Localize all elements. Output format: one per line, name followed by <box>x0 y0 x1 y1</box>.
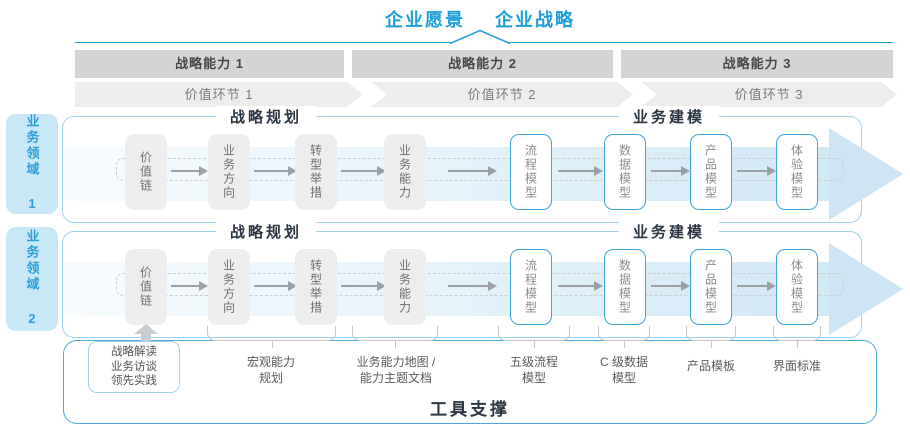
business-domain-2-label: 业务领域 2 <box>24 229 40 329</box>
annotation-capability-map: 业务能力地图 / 能力主题文档 <box>356 355 436 386</box>
node-product-model: 产品模型 <box>690 134 732 210</box>
node-transformation-initiatives: 转型举措 <box>295 134 337 210</box>
arrow-icon <box>448 281 497 291</box>
arrow-icon <box>341 281 386 291</box>
tool-support-container <box>63 340 877 424</box>
arrow-icon <box>171 281 208 291</box>
node-experience-model: 体验模型 <box>776 134 818 210</box>
up-arrow-icon <box>134 324 158 343</box>
arrow-icon <box>651 281 690 291</box>
planning-header: 战略规划 <box>215 221 317 242</box>
tool-support-title: 工具支撑 <box>430 400 510 419</box>
bracket-connector <box>207 326 336 348</box>
planning-header: 战略规划 <box>215 106 317 127</box>
business-domain-2-tab: 业务领域 2 <box>6 227 58 331</box>
bracket-connector <box>498 326 570 348</box>
value-link-1: 价值环节 1 <box>75 82 363 107</box>
dashed-track <box>116 158 844 181</box>
arrow-icon <box>558 166 603 176</box>
value-link-2: 价值环节 2 <box>371 82 633 107</box>
value-link-3: 价值环节 3 <box>641 82 897 107</box>
node-process-model: 流程模型 <box>510 134 552 210</box>
annotation-process-model: 五级流程 模型 <box>509 355 559 386</box>
modeling-header: 业务建模 <box>618 221 720 242</box>
business-domain-1-label: 业务领域 1 <box>24 114 40 214</box>
strategy-practice-box: 战略解读 业务访谈 领先实践 <box>88 341 180 393</box>
dashed-track <box>116 273 844 296</box>
arrow-icon <box>558 281 603 291</box>
node-transformation-initiatives: 转型举措 <box>295 249 337 325</box>
node-business-capability: 业务能力 <box>384 249 426 325</box>
domain-2-row: 战略规划 业务建模 价值链 业务方向 转型举措 业务能力 流程模型 数据模型 产… <box>62 221 903 338</box>
node-business-capability: 业务能力 <box>384 134 426 210</box>
node-business-direction: 业务方向 <box>208 134 250 210</box>
arrow-icon <box>341 166 386 176</box>
strategic-capability-3: 战略能力 3 <box>621 50 893 78</box>
arrow-icon <box>737 166 776 176</box>
node-business-direction: 业务方向 <box>208 249 250 325</box>
strategic-capability-2: 战略能力 2 <box>352 50 613 78</box>
bracket-connector <box>352 326 438 348</box>
modeling-header: 业务建模 <box>618 106 720 127</box>
bracket-connector <box>686 326 736 348</box>
node-process-model: 流程模型 <box>510 249 552 325</box>
peak-marker <box>449 29 511 45</box>
arrow-icon <box>254 281 297 291</box>
domain-1-row: 战略规划 业务建模 价值链 业务方向 转型举措 业务能力 流程模型 数据模型 产… <box>62 106 903 223</box>
business-domain-1-tab: 业务领域 1 <box>6 114 58 214</box>
bracket-connector <box>773 326 821 348</box>
node-value-chain: 价值链 <box>125 249 167 325</box>
annotation-macro-capability: 宏观能力 规划 <box>246 355 296 386</box>
arrow-icon <box>254 166 297 176</box>
strategic-capability-1: 战略能力 1 <box>75 50 344 78</box>
arrow-icon <box>651 166 690 176</box>
vision-title: 企业愿景 <box>385 10 465 30</box>
strategy-title: 企业战略 <box>495 10 575 30</box>
node-value-chain: 价值链 <box>125 134 167 210</box>
arrow-icon <box>171 166 208 176</box>
annotation-data-model: C 级数据 模型 <box>599 355 649 386</box>
node-experience-model: 体验模型 <box>776 249 818 325</box>
top-titles: 企业愿景 企业战略 <box>385 6 575 32</box>
arrow-icon <box>448 166 497 176</box>
annotation-product-template: 产品模板 <box>686 359 736 373</box>
arrow-icon <box>737 281 776 291</box>
node-data-model: 数据模型 <box>604 134 646 210</box>
node-product-model: 产品模型 <box>690 249 732 325</box>
annotation-ui-standard: 界面标准 <box>772 359 822 373</box>
node-data-model: 数据模型 <box>604 249 646 325</box>
bracket-connector <box>598 326 650 348</box>
